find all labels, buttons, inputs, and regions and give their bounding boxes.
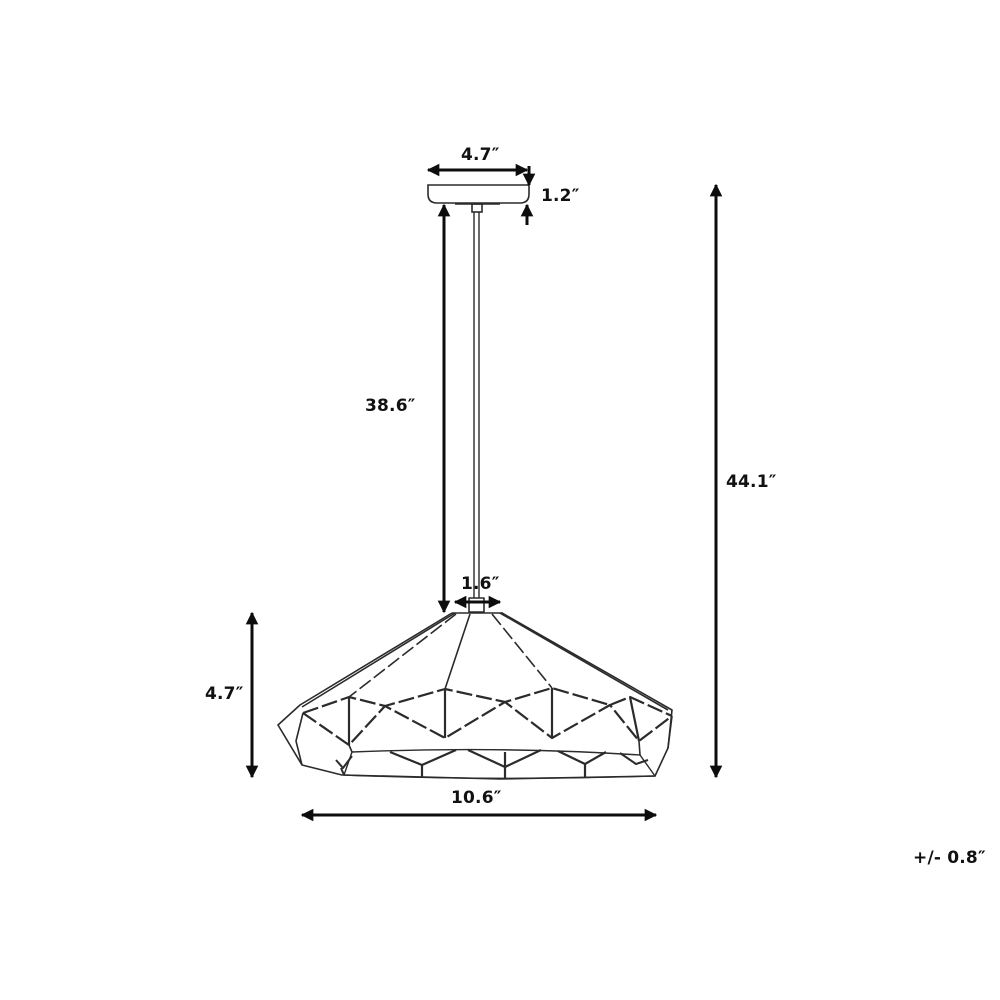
canopy-width-label: 4.7″ xyxy=(461,145,500,165)
ceiling-canopy xyxy=(427,184,530,213)
tolerance-label: +/- 0.8″ xyxy=(913,848,986,868)
dimension-lines xyxy=(245,163,723,822)
cord-length-label: 38.6″ xyxy=(365,396,416,416)
shade-diameter-label: 10.6″ xyxy=(451,788,502,808)
shade-top-diameter-label: 1.6″ xyxy=(461,574,500,594)
total-height-label: 44.1″ xyxy=(726,472,777,492)
lamp-shade xyxy=(277,597,673,780)
shade-height-label: 4.7″ xyxy=(205,684,244,704)
suspension-cord xyxy=(473,212,480,598)
canopy-height-label: 1.2″ xyxy=(541,186,580,206)
